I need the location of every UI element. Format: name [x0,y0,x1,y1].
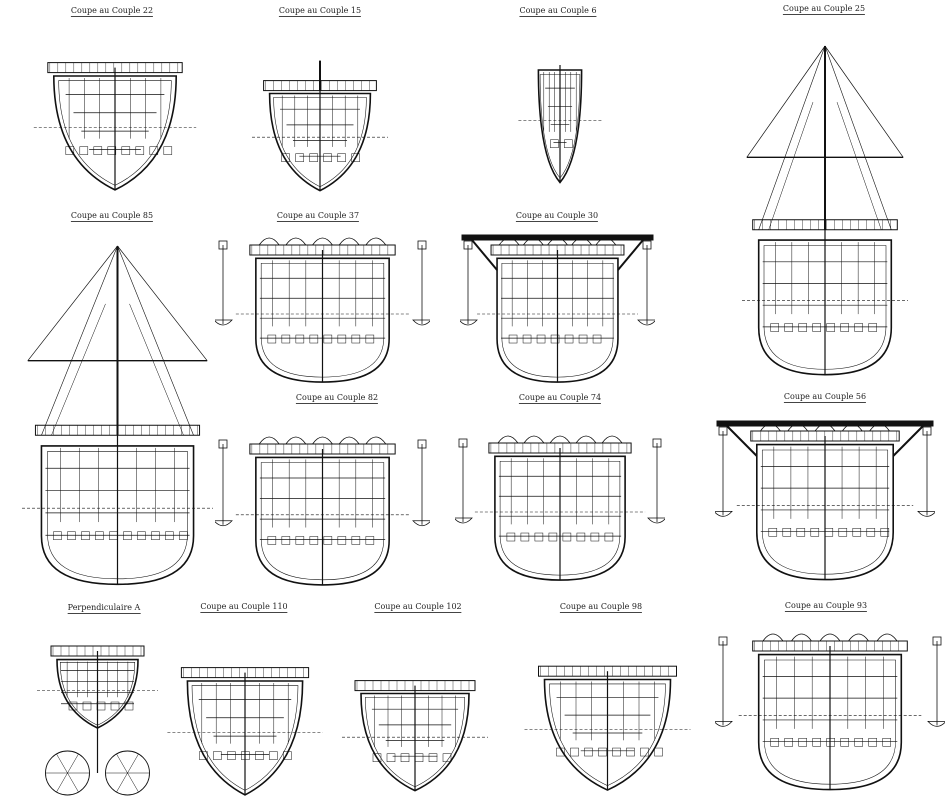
caption-c22: Coupe au Couple 22 [70,6,154,17]
caption-c110: Coupe au Couple 110 [200,602,288,613]
section-c15 [250,50,390,195]
caption-c30: Coupe au Couple 30 [515,211,599,222]
caption-c74: Coupe au Couple 74 [518,393,602,404]
hull-section-drawing [252,60,388,192]
caption-c98: Coupe au Couple 98 [559,602,643,613]
caption-c85: Coupe au Couple 85 [70,211,154,222]
hull-section-drawing [460,234,655,383]
section-c25 [740,40,910,385]
hull-section-drawing [33,62,197,191]
section-c82 [215,420,430,590]
hull-section-drawing [455,435,665,581]
caption-c82: Coupe au Couple 82 [295,393,379,404]
section-pA [30,620,165,800]
section-c102 [340,650,490,795]
hull-section-drawing [215,237,430,383]
section-c93 [715,615,945,795]
caption-c6: Coupe au Couple 6 [519,6,597,17]
caption-c37: Coupe au Couple 37 [276,211,360,222]
section-c74 [455,420,665,585]
hull-section-drawing [342,680,488,792]
hull-section-drawing [167,667,323,796]
hull-section-drawing [215,436,430,586]
caption-c102: Coupe au Couple 102 [374,602,462,613]
caption-c25: Coupe au Couple 25 [782,4,866,15]
section-c37 [215,222,430,387]
hull-section-drawing [715,420,935,581]
hull-section-drawing [518,65,602,184]
section-c6 [500,40,620,190]
section-c110 [165,630,325,800]
hull-section-drawing [22,245,213,586]
section-c22 [30,25,200,195]
caption-c93: Coupe au Couple 93 [784,601,868,612]
section-c56 [715,405,935,585]
hull-section-drawing [524,665,691,791]
hull-section-drawing [715,633,945,791]
section-c98 [520,630,695,795]
section-c30 [460,222,655,387]
caption-c15: Coupe au Couple 15 [278,6,362,17]
section-c85 [20,240,215,595]
caption-pA: Perpendiculaire A [67,603,141,614]
hull-section-drawing [37,645,158,796]
caption-c56: Coupe au Couple 56 [783,392,867,403]
hull-section-drawing [742,45,908,376]
